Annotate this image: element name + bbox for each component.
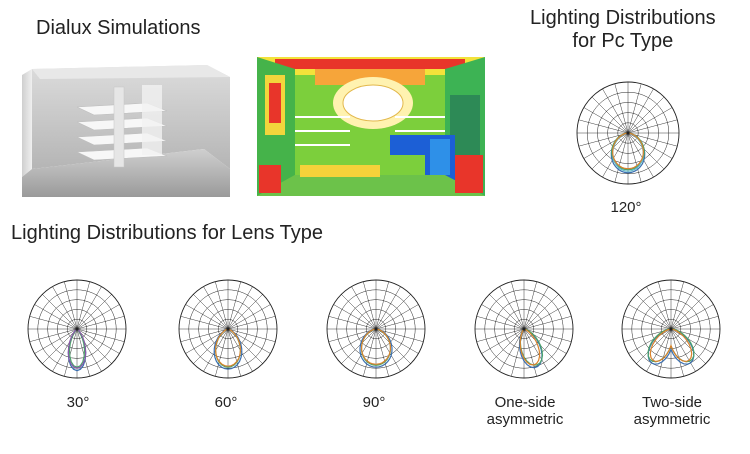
lens-polar-30: [12, 264, 142, 390]
lens-polar-60: [163, 264, 293, 390]
polar-curves: [213, 328, 243, 370]
lens-caption-60-line1: 60°: [214, 394, 238, 411]
polar-curves: [518, 328, 544, 369]
pc-heading: Lighting Distributions for Pc Type: [530, 7, 716, 53]
polar-center: [626, 131, 630, 135]
lens-caption-one-side-line1: One-side: [494, 394, 556, 411]
polar-grid: [326, 279, 426, 379]
polar-curves: [647, 328, 695, 365]
polar-curves: [359, 328, 393, 368]
polar-grid: [576, 81, 680, 185]
lens-caption-two-side-line2: asymmetric: [633, 411, 711, 428]
lens-caption-two-side-line1: Two-side: [641, 394, 703, 411]
lens-polar-two-side: [606, 264, 736, 390]
lens-caption-one-side: One-side asymmetric: [470, 394, 580, 428]
lens-caption-60: 60°: [186, 394, 266, 411]
false-color-simulation-image: [255, 55, 487, 198]
polar-curves: [610, 132, 646, 174]
pc-heading-line1: Lighting Distributions: [530, 7, 716, 29]
polar-center: [669, 327, 673, 331]
polar-center: [226, 327, 230, 331]
lens-caption-90: 90°: [334, 394, 414, 411]
polar-curves: [67, 328, 87, 372]
pc-polar-diagram: [561, 66, 695, 196]
pc-caption: 120°: [610, 199, 642, 216]
room-render-image: [22, 57, 234, 197]
polar-center: [75, 327, 79, 331]
polar-grid: [27, 279, 127, 379]
lens-polar-90: [311, 264, 441, 390]
polar-center: [374, 327, 378, 331]
lens-polar-one-side: [459, 264, 589, 390]
dialux-heading: Dialux Simulations: [36, 17, 201, 39]
pc-heading-line2: for Pc Type: [572, 30, 674, 52]
lens-caption-90-line1: 90°: [362, 394, 386, 411]
lens-caption-30-line1: 30°: [66, 394, 90, 411]
lens-caption-one-side-line2: asymmetric: [486, 411, 564, 428]
lens-heading: Lighting Distributions for Lens Type: [11, 222, 324, 244]
polar-center: [522, 327, 526, 331]
lens-caption-two-side: Two-side asymmetric: [617, 394, 727, 428]
lens-caption-30: 30°: [38, 394, 118, 411]
